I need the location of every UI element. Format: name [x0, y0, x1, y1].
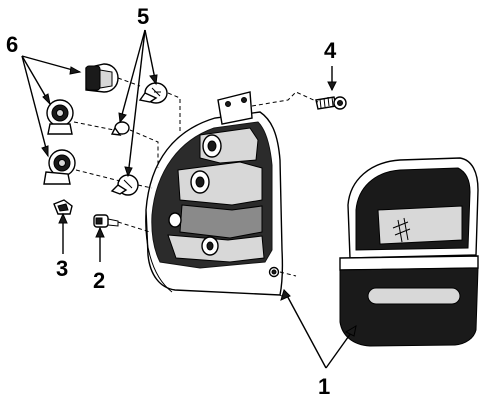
tail-lamp-lens[interactable]	[339, 157, 479, 347]
wedge-bulb[interactable]	[93, 214, 119, 228]
mounting-screw[interactable]	[315, 96, 347, 110]
socket-top[interactable]	[85, 63, 119, 93]
retainer-clip[interactable]	[53, 199, 73, 215]
callout-arrowheads	[41, 66, 357, 337]
bulb-middle[interactable]	[110, 121, 130, 136]
callout-3: 3	[56, 256, 68, 281]
callout-2: 2	[93, 268, 105, 293]
socket-middle[interactable]	[46, 99, 74, 135]
bulb-upper[interactable]	[138, 82, 168, 104]
callout-5: 5	[137, 4, 149, 29]
callout-4: 4	[324, 38, 337, 63]
bulb-lower[interactable]	[110, 174, 139, 196]
socket-lower[interactable]	[43, 149, 76, 185]
callout-leaders	[21, 29, 357, 369]
lamp-housing[interactable]	[145, 91, 286, 299]
callout-1: 1	[318, 374, 330, 399]
callout-6: 6	[6, 32, 18, 57]
assembly-guide-lines	[73, 77, 319, 277]
